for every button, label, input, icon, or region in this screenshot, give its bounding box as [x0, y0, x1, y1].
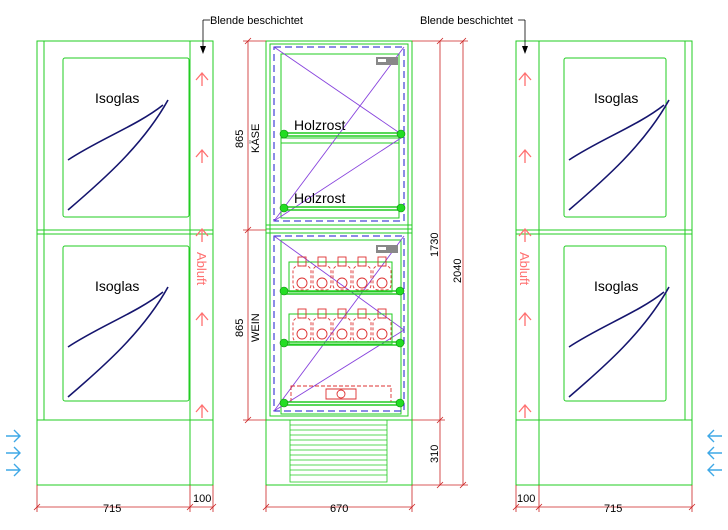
callout-label-right: Blende beschichtet	[420, 15, 513, 27]
left-glass-panel-bottom	[62, 245, 190, 402]
height-dimension-lines	[412, 37, 468, 489]
dim-left-door-width: 715	[103, 503, 121, 515]
control-tags	[376, 57, 398, 253]
right-glass-panel-bottom	[563, 245, 667, 402]
lower-section-name: WEIN	[250, 313, 262, 342]
ventilation-grille	[289, 419, 388, 483]
glass-label-right-bottom: Isoglas	[594, 278, 638, 294]
shelf-label-1: Holzrost	[294, 117, 345, 133]
dim-right-strip: 100	[517, 493, 535, 505]
left-exhaust-arrows	[195, 72, 209, 418]
left-inflow-arrows	[6, 429, 21, 477]
glass-label-left-top: Isoglas	[95, 90, 139, 106]
center-cabinet	[265, 40, 413, 486]
right-glass-curves	[568, 99, 670, 398]
wood-shelves	[286, 132, 404, 211]
section-dimension-lines	[243, 37, 266, 424]
upper-section-name: KÄSE	[250, 124, 262, 153]
upper-height-label: 865	[234, 130, 246, 148]
left-plinth	[36, 419, 191, 486]
right-glass-panel-top	[563, 57, 667, 218]
inner-dashed-outline	[273, 46, 405, 412]
left-glass-curves	[67, 99, 169, 398]
dim-left-strip: 100	[193, 493, 211, 505]
shelf-clips	[279, 129, 406, 213]
callout-label-left: Blende beschichtet	[210, 15, 303, 27]
center-cabinet-frame	[265, 40, 413, 421]
dim-base-height: 310	[429, 445, 441, 463]
left-door-unit	[36, 40, 214, 486]
right-inflow-arrows	[707, 429, 722, 477]
wine-rack-1	[279, 256, 405, 296]
abluft-label-left: Abluft	[194, 252, 209, 286]
left-glass-panel-top	[62, 57, 190, 218]
wine-rack-2	[279, 308, 405, 348]
lower-height-label: 865	[234, 319, 246, 337]
dim-center-width: 670	[330, 503, 348, 515]
glass-label-left-bottom: Isoglas	[95, 278, 139, 294]
bottom-dimension-lines	[33, 485, 696, 512]
right-plinth	[538, 419, 693, 486]
left-callout	[200, 19, 210, 54]
lying-bottle-rack	[279, 385, 405, 408]
right-callout	[518, 19, 528, 54]
dim-total-height: 2040	[452, 259, 464, 283]
dim-right-door-width: 715	[604, 503, 622, 515]
abluft-label-right: Abluft	[517, 252, 532, 286]
right-exhaust-arrows	[518, 72, 532, 418]
glass-label-right-top: Isoglas	[594, 90, 638, 106]
shelf-label-2: Holzrost	[294, 190, 345, 206]
dim-inner-height: 1730	[429, 233, 441, 257]
right-door-unit	[515, 40, 693, 486]
